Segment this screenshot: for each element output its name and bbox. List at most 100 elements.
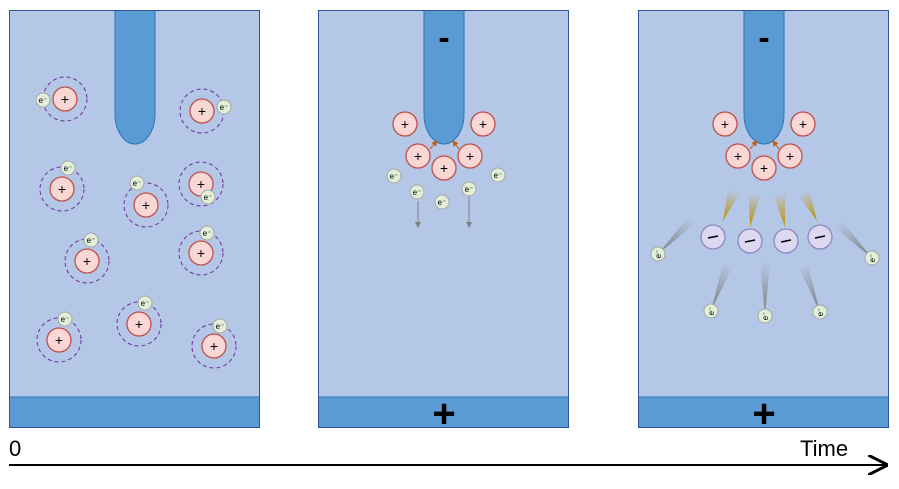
electron-symbol: e⁻ — [133, 179, 142, 188]
electron-body — [60, 160, 76, 176]
panel-canvas: -++++++e⁻e⁻e⁻e⁻e⁻ — [319, 11, 568, 427]
electron-orbit — [42, 76, 88, 122]
electron: e⁻ — [60, 160, 76, 176]
electron-body — [57, 311, 73, 327]
electron-symbol: e⁻ — [141, 299, 150, 308]
panel-ionization: -++++++e⁻e⁻e⁻e⁻e⁻ — [318, 10, 569, 428]
ion-symbol: + — [786, 148, 794, 164]
positive-electrode — [10, 396, 259, 427]
neutral-atom: +e⁻ — [123, 175, 169, 228]
electrode-tip — [114, 11, 156, 145]
positive-ion: + — [52, 86, 78, 112]
neutral-atom: +e⁻ — [64, 232, 110, 284]
electron: e⁻ — [137, 295, 153, 311]
positive-ion: + — [49, 176, 75, 202]
motion-trail — [798, 189, 817, 221]
electron-symbol: e⁻ — [390, 172, 399, 181]
electron-body — [35, 92, 51, 108]
ion-body — [126, 311, 152, 337]
electron: e⁻ — [199, 225, 215, 241]
electron-body — [864, 250, 880, 266]
electron: e⁻ — [812, 304, 828, 320]
trail-cone — [798, 189, 817, 221]
ion-symbol: + — [734, 148, 742, 164]
ion-body — [790, 111, 816, 137]
minus-sign: - — [438, 19, 449, 57]
electron-orbit — [191, 323, 237, 369]
ion-body — [725, 143, 751, 169]
electron: e⁻ — [461, 181, 477, 197]
motion-trail — [658, 216, 696, 254]
electron-body — [461, 181, 477, 197]
ion-body — [392, 111, 418, 137]
neutral-atom: +e⁻ — [36, 311, 82, 363]
electron: e⁻ — [57, 311, 73, 327]
positive-ion: + — [725, 143, 751, 169]
positive-ion: + — [712, 111, 738, 137]
ion-symbol: + — [142, 197, 150, 213]
ion-body — [751, 155, 777, 181]
electron: e⁻ — [212, 318, 228, 334]
neg-ion-symbol — [780, 239, 792, 243]
electron-body — [212, 318, 228, 334]
ion-symbol: + — [440, 160, 448, 176]
positive-ion: + — [133, 192, 159, 218]
positive-ion: + — [126, 311, 152, 337]
ion-symbol: + — [197, 176, 205, 192]
positive-ion: + — [777, 143, 803, 169]
neg-ion-symbol — [744, 239, 756, 243]
electrode-tip — [743, 11, 785, 145]
electron-orbit — [39, 166, 85, 212]
neutral-atom: + e⁻ — [35, 76, 88, 122]
electron: e⁻ — [386, 168, 402, 184]
positive-ion: + — [431, 155, 457, 181]
electron-body — [129, 175, 145, 191]
panel-canvas: -++++++e⁻e⁻e⁻e⁻e⁻ — [639, 11, 888, 427]
positive-ion: + — [457, 143, 483, 169]
motion-arrow — [429, 140, 438, 150]
electron-body — [490, 167, 506, 183]
electron-body — [703, 303, 719, 319]
electron-orbit — [178, 161, 224, 207]
positive-ion: + — [392, 111, 418, 137]
ion-body — [201, 333, 227, 359]
electron-symbol: e⁻ — [707, 307, 716, 316]
minus-sign: - — [758, 19, 769, 57]
ion-body — [52, 86, 78, 112]
motion-trail — [834, 220, 872, 258]
positive-ion: + — [751, 155, 777, 181]
ion-symbol: + — [61, 91, 69, 107]
electron: e⁻ — [490, 167, 506, 183]
neutral-atom: +e⁻ — [179, 88, 232, 134]
ion-body — [46, 327, 72, 353]
electron-symbol: e⁻ — [465, 185, 474, 194]
electrode-plate — [319, 396, 568, 427]
electron: e⁻ — [409, 184, 425, 200]
ion-body — [49, 176, 75, 202]
positive-ion: + — [46, 327, 72, 353]
electron-symbol: e⁻ — [216, 322, 225, 331]
positive-ion: + — [790, 111, 816, 137]
electron-symbol: e⁻ — [39, 96, 48, 105]
motion-trail — [798, 263, 820, 312]
electron-symbol: e⁻ — [204, 193, 213, 202]
electron-body — [83, 232, 99, 248]
electron-body — [216, 99, 232, 115]
electron-orbit — [123, 182, 169, 228]
electron-symbol: e⁻ — [220, 103, 229, 112]
neutral-atom: + e⁻ — [116, 295, 162, 347]
ion-body — [74, 248, 100, 274]
electron-symbol: e⁻ — [438, 198, 447, 207]
negative-ion — [737, 228, 763, 254]
positive-ion: + — [470, 111, 496, 137]
ion-body — [188, 240, 214, 266]
ion-body — [133, 192, 159, 218]
trail-cone — [760, 262, 770, 316]
ion-symbol: + — [197, 245, 205, 261]
positive-ion: + — [405, 143, 431, 169]
trail-cone — [711, 262, 733, 311]
ion-symbol: + — [83, 253, 91, 269]
ion-body — [189, 98, 215, 124]
